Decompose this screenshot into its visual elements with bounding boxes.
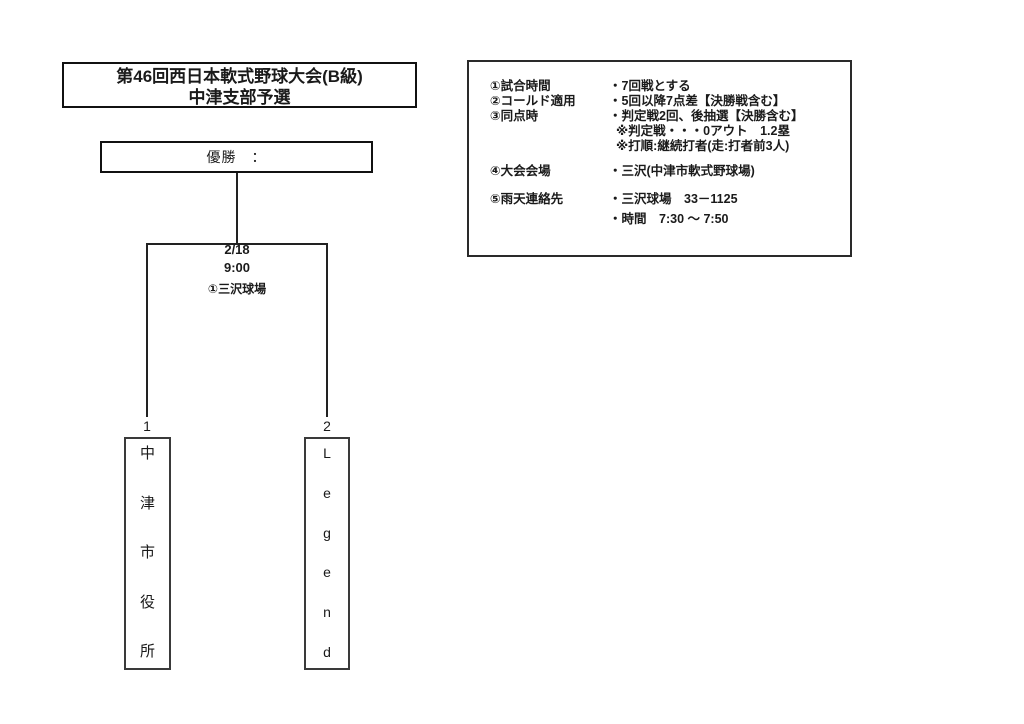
rules-box: ①試合時間 ・7回戦とする ②コールド適用 ・5回以降7点差【決勝戦含む】 ③同…	[467, 60, 852, 257]
rule-label: ④大会会場	[490, 164, 551, 178]
team1-char: 津	[139, 494, 155, 512]
rule-row-batting-note: ※打順:継続打者(走:打者前3人)	[490, 139, 844, 154]
team1-char: 中	[139, 445, 155, 462]
rule-row-rain-time: ・時間 7:30 ～ 7:50	[490, 212, 844, 227]
team1-char: 役	[139, 593, 155, 611]
rule-label: ⑤雨天連絡先	[490, 192, 564, 206]
rule-row-tie: ③同点時 ・判定戦2回、後抽選【決勝含む】	[490, 109, 844, 124]
bracket-line-winner	[236, 173, 238, 243]
match-venue: ①三沢球場	[207, 282, 267, 296]
team2-char: e	[323, 564, 331, 581]
team-box-legend: L e g e n d	[304, 437, 350, 670]
team2-char: n	[323, 604, 331, 621]
seed-number-2: 2	[319, 417, 335, 435]
rule-label: ①試合時間	[490, 79, 551, 93]
team2-char: g	[323, 524, 331, 541]
rule-value: ※打順:継続打者(走:打者前3人)	[616, 139, 790, 153]
rule-row-rain-contact: ⑤雨天連絡先 ・三沢球場 33－1125	[490, 192, 844, 207]
rule-value: ・判定戦2回、後抽選【決勝含む】	[609, 109, 804, 123]
team-box-nakatsu-shiyakusho: 中 津 市 役 所	[124, 437, 171, 670]
rule-value: ・三沢球場 33－1125	[609, 192, 738, 206]
title-line-1: 第46回西日本軟式野球大会(B級)	[116, 67, 363, 86]
rule-value: ・5回以降7点差【決勝戦含む】	[609, 94, 786, 108]
match-date: 2/18	[224, 242, 250, 257]
bracket-line-horizontal	[146, 243, 328, 245]
rule-row-cold-game: ②コールド適用 ・5回以降7点差【決勝戦含む】	[490, 94, 844, 109]
rule-label	[490, 124, 609, 139]
rule-row-game-time: ①試合時間 ・7回戦とする	[490, 79, 844, 94]
seed-number-1: 1	[139, 417, 155, 435]
bracket-line-team1	[146, 245, 148, 417]
team2-char: e	[323, 484, 331, 501]
rule-value: ※判定戦・・・0アウト 1.2塁	[616, 124, 790, 138]
team2-char: d	[323, 643, 331, 660]
title-line-2: 中津支部予選	[188, 88, 291, 107]
bracket-line-team2	[326, 245, 328, 417]
team2-char: L	[323, 445, 331, 461]
match-time: 9:00	[223, 259, 251, 275]
rule-value: ・7回戦とする	[609, 79, 691, 93]
rule-label: ③同点時	[490, 109, 539, 123]
winner-box: 優勝 ：	[100, 141, 373, 173]
team1-char: 所	[139, 643, 155, 660]
rule-label	[490, 212, 609, 227]
team1-char: 市	[139, 544, 155, 561]
match-info: 2/18 9:00 ①三沢球場	[167, 241, 307, 299]
winner-label: 優勝 ：	[206, 149, 267, 165]
title-box: 第46回西日本軟式野球大会(B級) 中津支部予選	[62, 62, 417, 108]
rule-row-tiebreak-note: ※判定戦・・・0アウト 1.2塁	[490, 124, 844, 139]
rule-label	[490, 139, 609, 154]
rule-value: ・時間 7:30 ～ 7:50	[609, 212, 729, 226]
rule-row-venue: ④大会会場 ・三沢(中津市軟式野球場)	[490, 164, 844, 179]
rule-label: ②コールド適用	[490, 94, 576, 108]
rule-value: ・三沢(中津市軟式野球場)	[609, 164, 755, 178]
